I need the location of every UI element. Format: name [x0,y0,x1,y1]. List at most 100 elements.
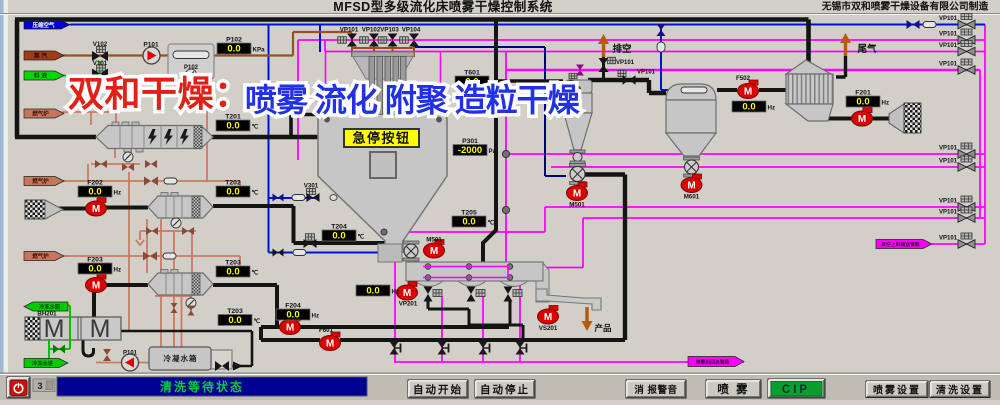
svg-text:T203: T203 [227,308,243,315]
svg-text:P101: P101 [123,351,138,357]
svg-text:冷凝水箱: 冷凝水箱 [164,353,198,363]
svg-text:℃: ℃ [491,80,498,87]
svg-text:0.0: 0.0 [88,264,101,275]
svg-text:M: M [44,315,65,343]
svg-text:VP101: VP101 [939,236,958,242]
svg-text:0.0: 0.0 [462,217,475,228]
svg-text:Pa: Pa [489,148,497,155]
svg-text:真空上料输送管路: 真空上料输送管路 [881,241,920,248]
svg-text:喷雾设置: 喷雾设置 [873,383,921,396]
svg-text:M: M [326,339,334,350]
svg-text:清洗等待状态: 清洗等待状态 [160,379,244,394]
svg-text:VP101: VP101 [939,199,958,205]
svg-text:M: M [858,114,866,125]
svg-text:M601: M601 [684,194,700,201]
svg-text:VP101: VP101 [939,43,958,49]
svg-text:F203: F203 [87,257,103,264]
svg-text:F204: F204 [285,303,301,310]
svg-text:0.0: 0.0 [88,187,101,198]
svg-text:P102: P102 [184,65,199,71]
svg-text:℃: ℃ [252,124,259,131]
svg-text:Hz: Hz [114,267,122,274]
svg-text:VP101: VP101 [340,27,359,34]
svg-text:M: M [92,204,100,215]
svg-text:清洗设置: 清洗设置 [936,383,984,396]
svg-text:F201: F201 [855,90,871,97]
svg-text:无锡市双和喷雾干燥设备有限公司制造: 无锡市双和喷雾干燥设备有限公司制造 [821,0,989,13]
svg-text:MFSD型多级流化床喷雾干燥控制系统: MFSD型多级流化床喷雾干燥控制系统 [333,0,552,14]
svg-text:VP101: VP101 [939,159,958,165]
svg-text:消 报警音: 消 报警音 [634,384,677,396]
svg-text:压缩空气: 压缩空气 [32,21,55,29]
svg-text:0.0: 0.0 [366,286,379,297]
svg-text:M: M [573,189,581,200]
svg-text:产品: 产品 [594,323,612,333]
svg-text:Hz: Hz [114,190,122,197]
svg-text:自动开始: 自动开始 [413,383,463,396]
svg-text:℃: ℃ [252,270,259,277]
svg-text:F202: F202 [87,180,103,187]
svg-text:VP101: VP101 [939,146,958,152]
svg-text:燃气炉: 燃气炉 [32,110,49,118]
svg-text:0.0: 0.0 [286,310,299,321]
svg-text:T204: T204 [331,224,347,231]
svg-text:VP201: VP201 [399,301,418,308]
svg-text:M: M [544,312,552,323]
svg-text:自动停止: 自动停止 [480,383,530,396]
svg-text:T202: T202 [225,180,241,187]
svg-text:VP101: VP101 [637,70,656,76]
svg-text:冷冻水回: 冷冻水回 [39,303,60,311]
svg-text:V301: V301 [304,183,319,190]
svg-text:M: M [90,315,111,343]
svg-text:V101: V101 [93,60,108,67]
svg-text:F502: F502 [736,75,751,82]
svg-text:KPa: KPa [253,47,266,54]
svg-text:P102: P102 [226,37,242,44]
svg-text:℃: ℃ [358,234,365,241]
svg-text:0.0: 0.0 [465,77,478,88]
svg-text:M: M [403,288,411,299]
svg-text:M: M [430,246,438,257]
svg-text:CIP: CIP [782,384,810,396]
svg-text:VP101: VP101 [616,60,635,66]
svg-text:M: M [744,87,752,98]
svg-text:VP101: VP101 [939,210,958,216]
svg-text:M: M [92,281,100,292]
svg-text:喷 雾: 喷 雾 [717,382,749,396]
svg-text:℃: ℃ [488,220,495,227]
svg-text:Hz: Hz [768,105,776,112]
svg-text:Hz: Hz [882,100,890,107]
svg-text:0.0: 0.0 [742,102,755,113]
svg-text:M: M [687,181,695,192]
svg-text:料 液: 料 液 [34,72,47,80]
svg-text:排空: 排空 [612,43,632,55]
svg-text:蒸 汽: 蒸 汽 [34,52,47,60]
svg-text:V102: V102 [93,41,108,48]
svg-text:0.0: 0.0 [228,315,241,326]
svg-text:燃气炉: 燃气炉 [32,177,49,185]
svg-text:T201: T201 [225,114,241,121]
svg-text:-2000: -2000 [458,145,482,156]
svg-text:VP103: VP103 [380,27,399,34]
svg-text:3: 3 [37,381,42,391]
svg-text:双和干燥：: 双和干燥： [68,73,251,114]
svg-text:0.0: 0.0 [226,267,239,278]
svg-text:0.0: 0.0 [856,97,869,108]
svg-text:T205: T205 [461,210,477,217]
svg-text:VS201: VS201 [539,325,558,332]
svg-text:T203: T203 [225,260,241,267]
svg-text:冷冻水进: 冷冻水进 [32,359,54,367]
svg-text:M501: M501 [569,202,585,209]
svg-text:BH201: BH201 [37,311,57,318]
svg-text:急停按钮: 急停按钮 [352,131,410,146]
svg-text:0.0: 0.0 [227,44,240,55]
svg-text:VP104: VP104 [402,27,421,34]
svg-text:℃: ℃ [254,318,261,325]
svg-text:VP101: VP101 [939,16,958,22]
svg-text:VP101: VP101 [939,62,958,68]
svg-text:喷雾 流化 附聚 造粒干燥: 喷雾 流化 附聚 造粒干燥 [245,82,581,118]
svg-text:0.0: 0.0 [226,121,239,132]
svg-text:尾气: 尾气 [856,43,877,55]
svg-text:Hz: Hz [392,289,400,296]
svg-text:℃: ℃ [252,190,259,197]
